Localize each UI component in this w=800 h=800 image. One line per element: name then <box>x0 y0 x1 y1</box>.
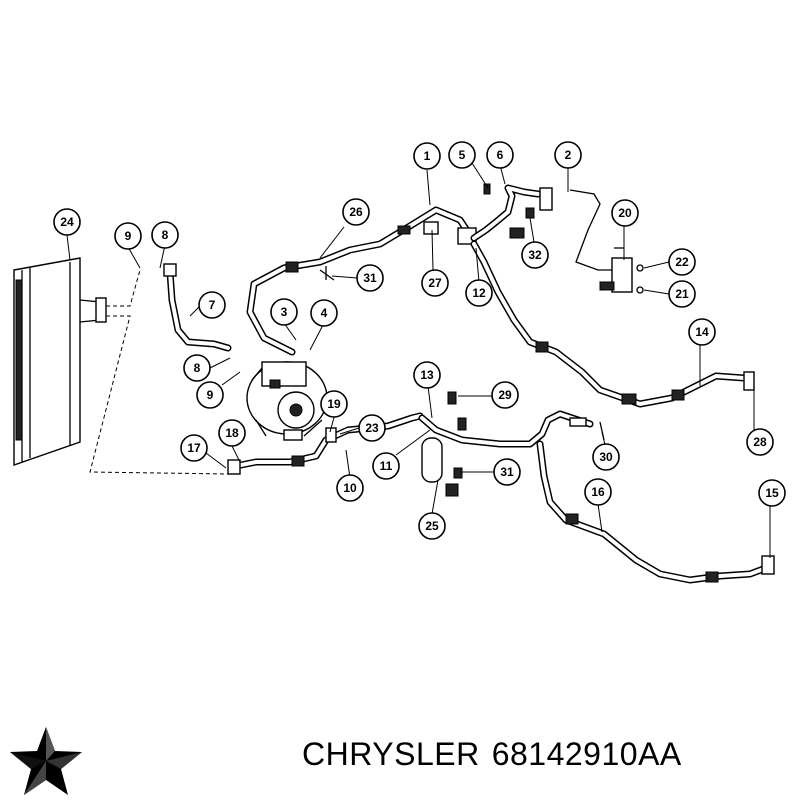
callout-20: 20 <box>611 199 639 227</box>
callout-32: 32 <box>521 241 549 269</box>
leader-lines <box>66 162 771 558</box>
callout-27: 27 <box>421 269 449 297</box>
callout-28: 28 <box>746 428 774 456</box>
callout-31-lower: 31 <box>493 458 521 486</box>
compressor <box>246 361 328 441</box>
callout-label: 22 <box>675 255 689 269</box>
callout-label: 31 <box>500 465 514 479</box>
callout-label: 14 <box>695 325 709 339</box>
part-number: 68142910AA <box>491 736 682 772</box>
callout-label: 6 <box>497 148 504 162</box>
callout-4: 4 <box>310 299 338 327</box>
callout-label: 2 <box>565 148 572 162</box>
callout-label: 19 <box>327 397 341 411</box>
callout-label: 17 <box>187 441 201 455</box>
callout-label: 32 <box>528 248 542 262</box>
callout-31: 31 <box>356 264 384 292</box>
callout-label: 13 <box>420 368 434 382</box>
callout-label: 21 <box>675 287 689 301</box>
callout-5: 5 <box>448 141 476 169</box>
callout-label: 8 <box>194 361 201 375</box>
callout-16: 16 <box>584 478 612 506</box>
callout-6: 6 <box>486 141 514 169</box>
callout-label: 3 <box>281 305 288 319</box>
hose-6 <box>470 184 553 242</box>
callout-label: 8 <box>162 228 169 242</box>
callout-label: 7 <box>209 298 216 312</box>
brand-name: CHRYSLER <box>302 736 480 772</box>
callout-21: 21 <box>668 280 696 308</box>
callout-29: 29 <box>491 381 519 409</box>
callout-label: 20 <box>618 206 632 220</box>
callout-label: 4 <box>321 306 328 320</box>
callout-label: 30 <box>599 450 613 464</box>
hose-10 <box>227 412 424 475</box>
callout-label: 5 <box>459 148 466 162</box>
callout-9-lower: 9 <box>196 381 224 409</box>
liquid-line <box>418 410 775 584</box>
callout-label: 31 <box>363 271 377 285</box>
callout-22: 22 <box>668 248 696 276</box>
callout-30: 30 <box>592 443 620 471</box>
callout-8: 8 <box>151 221 179 249</box>
callout-13: 13 <box>413 361 441 389</box>
callout-label: 15 <box>765 486 779 500</box>
hose-7 <box>163 263 232 352</box>
callout-label: 10 <box>343 481 357 495</box>
callout-24: 24 <box>53 208 81 236</box>
callout-18: 18 <box>218 419 246 447</box>
callout-23: 23 <box>358 414 386 442</box>
callout-11: 11 <box>372 452 400 480</box>
callout-12: 12 <box>465 279 493 307</box>
callout-10: 10 <box>336 474 364 502</box>
callout-17: 17 <box>180 434 208 462</box>
callout-8-lower: 8 <box>183 354 211 382</box>
expansion-valve <box>569 189 644 294</box>
callout-7: 7 <box>198 291 226 319</box>
callout-label: 18 <box>225 426 239 440</box>
callout-label: 28 <box>753 435 767 449</box>
suction-hose <box>246 206 477 356</box>
callout-label: 1 <box>424 149 431 163</box>
callout-label: 9 <box>125 229 132 243</box>
condenser <box>13 257 229 475</box>
callout-14: 14 <box>688 318 716 346</box>
callout-26: 26 <box>342 198 370 226</box>
callout-25: 25 <box>418 512 446 540</box>
callout-label: 29 <box>498 388 512 402</box>
callout-label: 26 <box>349 205 363 219</box>
callout-label: 12 <box>472 286 486 300</box>
pentastar-logo-icon <box>10 727 82 795</box>
callout-label: 9 <box>207 388 214 402</box>
callout-9: 9 <box>114 222 142 250</box>
callout-label: 23 <box>365 421 379 435</box>
callout-label: 27 <box>428 276 442 290</box>
callout-label: 11 <box>380 459 393 473</box>
callout-15: 15 <box>758 479 786 507</box>
callout-1: 1 <box>413 142 441 170</box>
part-caption: CHRYSLER 68142910AA <box>302 736 694 773</box>
callout-2: 2 <box>554 141 582 169</box>
callout-label: 16 <box>591 485 605 499</box>
callout-19: 19 <box>320 390 348 418</box>
callout-label: 24 <box>60 215 74 229</box>
callout-label: 25 <box>425 519 439 533</box>
callout-3: 3 <box>270 298 298 326</box>
